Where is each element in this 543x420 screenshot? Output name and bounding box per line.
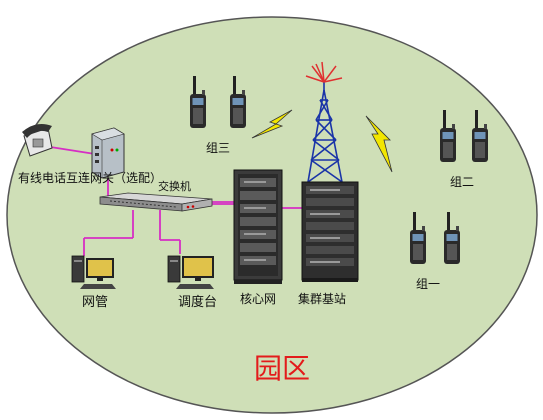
lightning-bolt-icon xyxy=(365,115,393,173)
group3-label: 组三 xyxy=(206,141,230,155)
group1-label: 组一 xyxy=(416,277,440,291)
base-station-label: 集群基站 xyxy=(298,291,346,306)
gateway-device xyxy=(91,127,125,179)
group2-label: 组二 xyxy=(450,175,474,189)
dispatch-label: 调度台 xyxy=(178,294,217,310)
antenna-signal-icon xyxy=(305,61,343,83)
nms-label: 网管 xyxy=(82,295,108,310)
lightning-bolt-icon xyxy=(251,109,293,139)
nms-computer-icon xyxy=(71,255,116,289)
base-station-rack-icon xyxy=(301,181,359,282)
dispatch-computer-icon xyxy=(167,255,214,289)
region-label: 园区 xyxy=(254,352,310,385)
telephone-icon xyxy=(22,124,53,157)
core-rack-icon xyxy=(233,169,283,284)
core-label: 核心网 xyxy=(240,292,276,306)
gateway-label: 有线电话互连网关（选配） xyxy=(18,170,162,185)
antenna-tower-icon xyxy=(307,80,343,183)
switch-device xyxy=(99,192,213,212)
switch-label: 交换机 xyxy=(158,179,191,193)
